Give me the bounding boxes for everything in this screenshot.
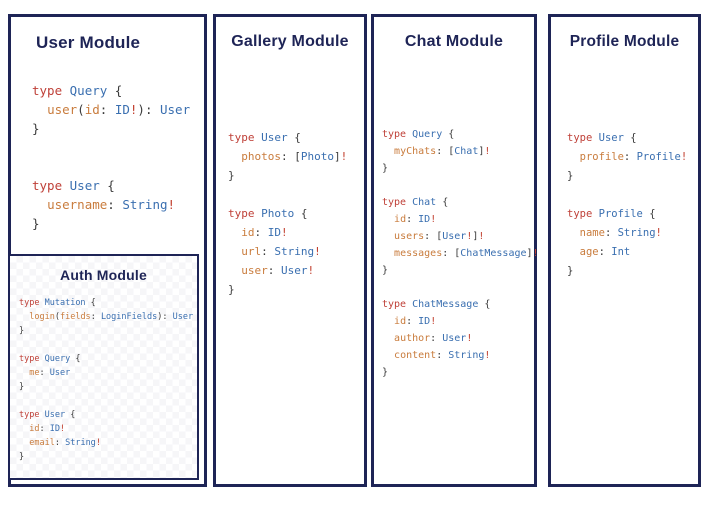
code-line: }: [19, 382, 25, 392]
chat-module-code: type Query { myChats: [Chat]!} type Chat…: [382, 126, 539, 381]
code-line: login(fields: LoginFields): User: [29, 312, 194, 322]
code-line: type Query {: [19, 354, 81, 364]
gallery-module-title: Gallery Module: [231, 33, 349, 50]
code-line: type Query {: [382, 129, 455, 140]
code-line: }: [19, 326, 25, 336]
code-line: [382, 177, 539, 194]
code-line: id: ID!: [394, 214, 437, 225]
code-line: users: [User!]!: [394, 231, 485, 242]
profile-module-title: Profile Module: [569, 33, 680, 50]
auth-module-title: Auth Module: [60, 267, 147, 283]
code-line: profile: Profile!: [579, 151, 688, 163]
code-line: user(id: ID!): User: [47, 102, 191, 117]
code-line: [19, 394, 193, 408]
user-module-code: type Query { user(id: ID!): User} type U…: [32, 81, 190, 233]
code-line: type User {: [19, 410, 76, 420]
code-line: }: [228, 169, 235, 182]
code-line: type User {: [32, 178, 115, 193]
code-line: [19, 338, 193, 352]
profile-module-box: Profile Module type User { profile: Prof…: [548, 14, 701, 487]
code-line: type Photo {: [228, 207, 308, 220]
code-line: email: String!: [29, 438, 101, 448]
code-line: type ChatMessage {: [382, 299, 491, 310]
code-line: }: [382, 163, 389, 174]
code-line: type Profile {: [567, 208, 656, 220]
code-line: [228, 185, 347, 204]
code-line: }: [19, 452, 25, 462]
code-line: url: String!: [241, 245, 321, 258]
code-line: }: [567, 265, 574, 277]
gallery-module-box: Gallery Module type User { photos: [Phot…: [213, 14, 367, 487]
code-line: messages: [ChatMessage]!: [394, 248, 539, 259]
gallery-module-code: type User { photos: [Photo]!} type Photo…: [228, 128, 347, 299]
code-line: [567, 186, 687, 205]
code-line: photos: [Photo]!: [241, 150, 348, 163]
code-line: type User {: [228, 131, 301, 144]
code-line: [32, 138, 190, 157]
code-line: }: [382, 265, 389, 276]
code-line: }: [567, 170, 574, 182]
code-line: content: String!: [394, 350, 491, 361]
code-line: author: User!: [394, 333, 473, 344]
code-line: }: [228, 283, 235, 296]
code-line: age: Int: [579, 246, 631, 258]
code-line: type Query {: [32, 83, 123, 98]
code-line: id: ID!: [29, 424, 66, 434]
code-line: name: String!: [579, 227, 662, 239]
code-line: user: User!: [241, 264, 315, 277]
code-line: }: [382, 367, 389, 378]
code-line: id: ID!: [394, 316, 437, 327]
code-line: [382, 279, 539, 296]
chat-module-title: Chat Module: [404, 33, 504, 50]
auth-module-box: Auth Module type Mutation { login(fields…: [8, 254, 199, 480]
auth-module-code: type Mutation { login(fields: LoginField…: [19, 296, 193, 464]
code-line: id: ID!: [241, 226, 288, 239]
code-line: }: [32, 121, 40, 136]
chat-module-box: Chat Module type Query { myChats: [Chat]…: [371, 14, 539, 487]
code-line: username: String!: [47, 197, 176, 212]
code-line: }: [32, 216, 40, 231]
code-line: [32, 157, 190, 176]
user-module-title: User Module: [36, 33, 141, 52]
profile-module-code: type User { profile: Profile!} type Prof…: [567, 129, 687, 281]
code-line: me: User: [29, 368, 71, 378]
code-line: type Mutation {: [19, 298, 96, 308]
code-line: myChats: [Chat]!: [394, 146, 491, 157]
code-line: type Chat {: [382, 197, 449, 208]
code-line: type User {: [567, 132, 637, 144]
